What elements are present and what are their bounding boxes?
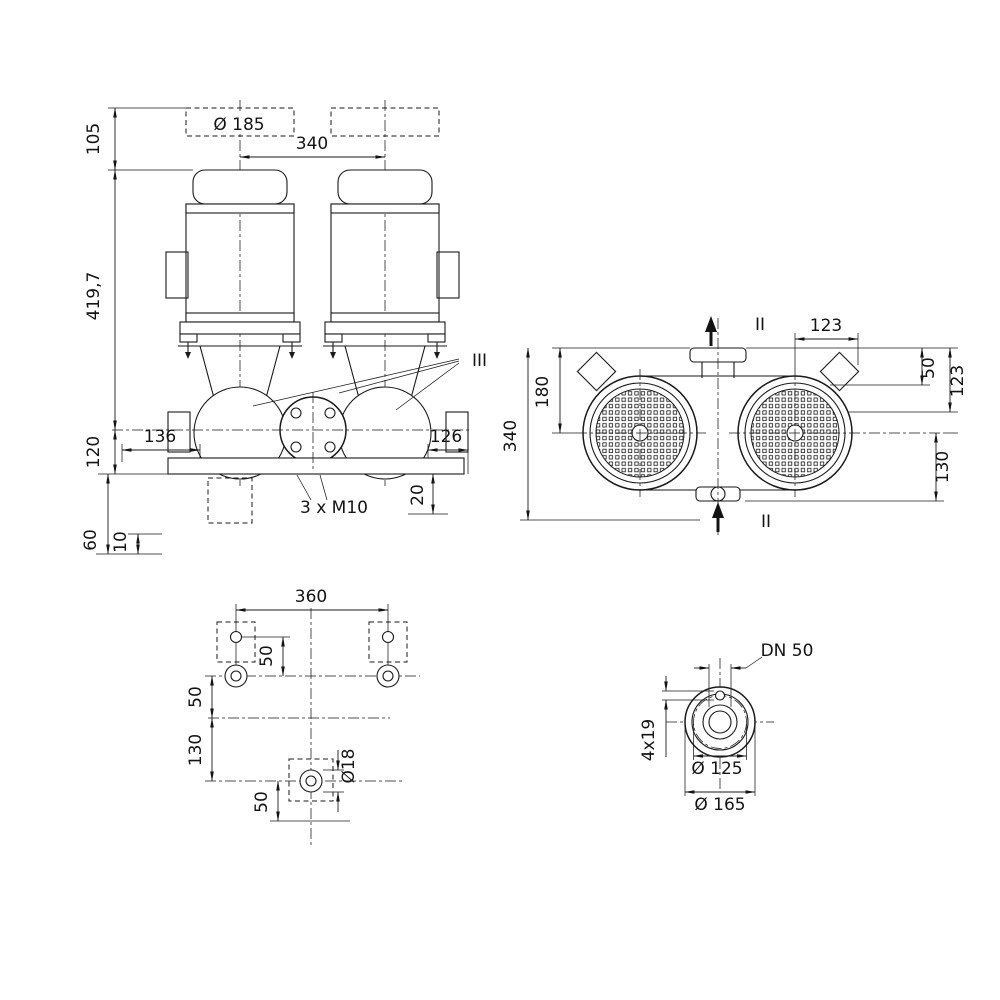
dim-105: 105 <box>84 123 104 155</box>
port-stub-right <box>445 411 469 453</box>
dim-10: 10 <box>111 531 131 553</box>
dim-hole-diameter: Ø18 <box>339 748 359 783</box>
terminal-box-right <box>436 251 460 299</box>
baseplate <box>167 457 465 475</box>
dim-130-plan: 130 <box>933 451 953 483</box>
section-label-iii: III <box>472 351 487 371</box>
dim-180: 180 <box>533 376 553 408</box>
dim-126: 126 <box>430 427 462 447</box>
label-bolts: 3 x M10 <box>300 498 368 518</box>
dim-motor-diameter: Ø 185 <box>213 115 264 135</box>
dim-flange-outer: Ø 165 <box>694 795 745 815</box>
dim-50-lower: 50 <box>252 791 272 813</box>
dim-50-upper: 50 <box>257 645 277 667</box>
section-ii-top-label: II <box>755 315 765 335</box>
dim-136: 136 <box>144 427 176 447</box>
foundation-view: 360 50 50 130 50 Ø18 <box>186 587 420 848</box>
dim-120: 120 <box>84 436 104 468</box>
foundation-pocket <box>207 477 253 524</box>
dim-50-plan: 50 <box>919 357 939 379</box>
motor-left <box>165 169 302 399</box>
pad-top-left <box>576 351 617 392</box>
terminal-box-left <box>165 251 189 299</box>
front-view: Ø 185 340 <box>81 100 487 555</box>
anchor-pocket-lower <box>288 758 334 802</box>
section-ii-bottom-label: II <box>761 512 771 532</box>
section-ii-arrow-top-icon <box>705 316 717 346</box>
anchor-pocket-upper-left <box>216 621 256 663</box>
flange-bolt-hole <box>714 690 726 701</box>
dim-123-right: 123 <box>948 365 968 397</box>
motor-right <box>323 169 460 399</box>
dim-360: 360 <box>295 587 327 607</box>
dim-50-left: 50 <box>186 686 206 708</box>
plan-view: II II 123 180 340 50 123 130 <box>501 315 968 535</box>
dim-60: 60 <box>81 529 101 551</box>
dim-hole-pattern: 4x19 <box>639 719 659 762</box>
anchor-pocket-upper-right <box>368 621 408 663</box>
dim-total-height: 419,7 <box>84 272 104 321</box>
port-stub-left <box>167 411 191 453</box>
pad-top-right <box>819 351 860 392</box>
dim-motor-spacing: 340 <box>296 134 328 154</box>
flange-bore <box>708 710 732 734</box>
dim-130-base: 130 <box>186 734 206 766</box>
dim-20: 20 <box>408 484 428 506</box>
section-ii-arrow-bottom-icon <box>712 502 724 532</box>
flange-detail-view: DN 50 4x19 Ø 125 Ø 165 <box>639 641 813 815</box>
label-dn50: DN 50 <box>761 641 814 661</box>
clearance-box-left <box>185 107 295 137</box>
label-mask <box>204 114 274 133</box>
dim-bolt-circle: Ø 125 <box>691 759 742 779</box>
dim-123-top: 123 <box>810 316 842 336</box>
dim-340-plan: 340 <box>501 420 521 452</box>
clearance-box-right <box>330 107 440 137</box>
